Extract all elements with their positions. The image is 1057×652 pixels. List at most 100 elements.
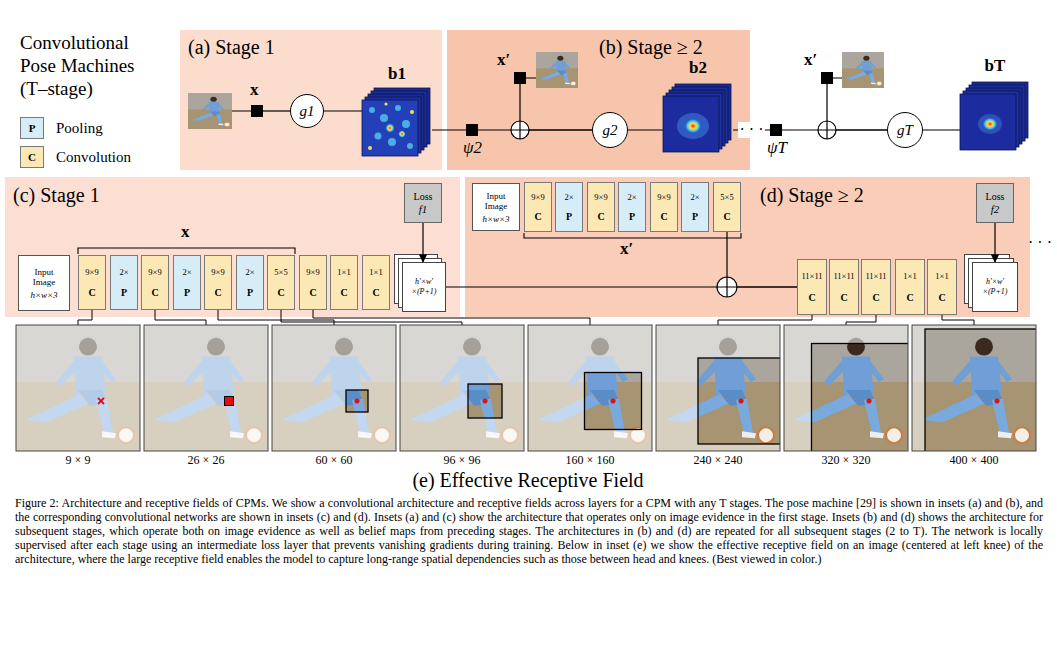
receptive-field-images xyxy=(468,384,502,418)
field-size: 400 × 400 xyxy=(950,454,999,467)
belief-label: b1 xyxy=(362,64,432,84)
connector xyxy=(324,110,362,111)
belief-map-stacks xyxy=(384,102,387,105)
input-image-box: Input Imageh×w×3 xyxy=(18,255,70,311)
receptive-field-images xyxy=(784,325,908,451)
receptive-field-images xyxy=(585,373,642,430)
sum-symbols xyxy=(818,121,836,139)
layer-box: 1×1C xyxy=(927,259,957,315)
figure-title-wrap: Convolutional Pose Machines (T–stage) xyxy=(20,31,160,100)
stage-panel: (d) Stage ≥ 2Input Imageh×w×39×9C2×P9×9C… xyxy=(465,177,1030,317)
kernel-size: 2× xyxy=(245,267,254,277)
receptive-field-images xyxy=(16,325,140,451)
feature-node: x xyxy=(251,105,263,117)
receptive-field-images xyxy=(355,399,360,404)
receptive-field-images xyxy=(528,325,652,451)
belief-map-stacks xyxy=(402,120,410,128)
layer-type: C xyxy=(872,292,879,303)
belief-map-stacks xyxy=(407,143,413,149)
receptive-field-images xyxy=(784,325,908,451)
receptive-field-images xyxy=(144,325,268,451)
stage-function: gT xyxy=(887,112,923,148)
receptive-field-images xyxy=(698,358,780,444)
layer-box: 5×5C xyxy=(267,255,295,310)
field-size: 320 × 320 xyxy=(822,454,871,467)
node-label: x′ xyxy=(804,50,817,70)
panel-label: (b) Stage ≥ 2 xyxy=(599,35,703,59)
output-maps: h′×w′ ×(P+1) xyxy=(402,262,446,312)
layer-box: 2×P xyxy=(555,182,583,232)
receptive-field-images xyxy=(16,325,140,451)
function-label: g2 xyxy=(603,122,618,138)
layer-type: P xyxy=(692,211,698,222)
input-image-box: Input Image h×w×3 xyxy=(472,183,520,231)
panel-label: (d) Stage ≥ 2 xyxy=(760,183,864,207)
belief-map-stacks xyxy=(982,117,998,131)
layer-type: C xyxy=(906,292,913,303)
layer-box: 9×9C xyxy=(587,182,615,232)
feature-node: x′ xyxy=(514,72,526,84)
receptive-field-images xyxy=(272,325,396,451)
sum-symbols xyxy=(511,121,529,139)
receptive-field-images xyxy=(656,325,784,451)
annotation-wrap: x′ xyxy=(620,239,633,259)
sum-symbols xyxy=(818,121,836,139)
connector xyxy=(923,129,960,130)
figure-title: Convolutional Pose Machines (T–stage) xyxy=(20,31,160,100)
function-label: g1 xyxy=(300,103,315,119)
receptive-field-images xyxy=(867,399,872,404)
kernel-size: 11×11 xyxy=(833,271,854,281)
legend-swatch: P xyxy=(20,117,44,139)
field-size: 240 × 240 xyxy=(694,454,743,467)
figure-caption: Figure 2: Architecture and receptive fie… xyxy=(15,496,1043,566)
field-size: 160 × 160 xyxy=(566,454,615,467)
output-size: h′×w′ ×(P+1) xyxy=(405,277,443,297)
brackets xyxy=(78,233,741,254)
connector xyxy=(432,129,466,130)
belief-map-stacks xyxy=(368,146,372,150)
belief-map-stacks xyxy=(368,102,414,150)
kernel-size: 9×9 xyxy=(211,267,224,277)
figure-caption-wrap: Figure 2: Architecture and receptive fie… xyxy=(15,496,1043,566)
loss-label: Loss xyxy=(414,191,433,203)
panel-label: (c) Stage 1 xyxy=(13,183,100,207)
loss-function: f2 xyxy=(991,203,1000,216)
field-size: 96 × 96 xyxy=(444,454,481,467)
receptive-field-images xyxy=(656,325,780,451)
input-size: h×w×3 xyxy=(482,214,509,224)
input-label: Input Image xyxy=(27,267,61,287)
leader-lines xyxy=(155,310,206,325)
receptive-field-images xyxy=(400,325,524,451)
kernel-size: 2× xyxy=(627,192,636,202)
receptive-field-images xyxy=(611,399,616,404)
belief-map-stacks xyxy=(410,110,414,114)
leader-lines xyxy=(313,310,590,325)
receptive-field-images xyxy=(144,325,268,451)
loss-box: Lossf2 xyxy=(976,183,1014,223)
kernel-size: 1×1 xyxy=(337,267,350,277)
layer-type: C xyxy=(840,292,847,303)
receptive-field-images xyxy=(912,325,1036,451)
receptive-field-images xyxy=(739,399,744,404)
legend-text-wrap: Convolution xyxy=(56,148,131,166)
field-size-wrap: 26 × 26 xyxy=(188,454,225,467)
layer-box: 11×11C xyxy=(797,259,827,315)
swatch-letter: P xyxy=(29,122,36,134)
receptive-field-images xyxy=(400,325,524,451)
layer-box: 2×P xyxy=(173,255,201,310)
input-label: Input Image xyxy=(479,191,513,211)
leader-lines xyxy=(942,315,974,325)
receptive-field-images xyxy=(925,329,1036,451)
belief-map-stacks xyxy=(663,96,719,152)
layer-type: P xyxy=(566,211,572,222)
inset-title: (e) Effective Receptive Field xyxy=(412,469,643,491)
layer-box: 2×P xyxy=(110,255,138,310)
connector xyxy=(628,129,663,130)
edge-label-wrap: · · · xyxy=(738,122,766,138)
belief-label: bT xyxy=(960,56,1030,76)
layer-box: 9×9C xyxy=(650,182,678,232)
kernel-size: 11×11 xyxy=(801,271,822,281)
layer-type: C xyxy=(534,211,541,222)
kernel-size: 9×9 xyxy=(85,267,98,277)
kernel-size: 1×1 xyxy=(369,267,382,277)
